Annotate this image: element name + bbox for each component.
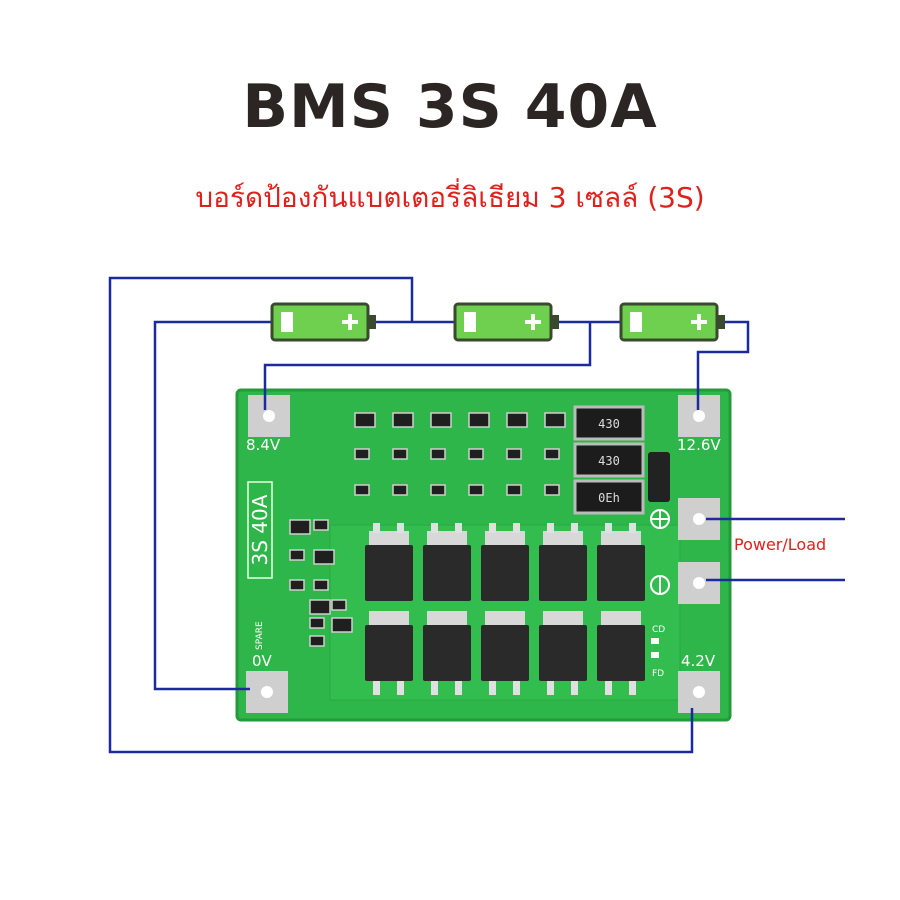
pad-0v — [246, 671, 288, 713]
power-load-label: Power/Load — [734, 535, 826, 554]
minus-terminal-icon — [464, 312, 476, 332]
wiring — [108, 276, 845, 754]
smd-part — [331, 599, 347, 611]
label-8v4: 8.4V — [246, 436, 281, 454]
smd-part — [430, 484, 446, 496]
mosfet-chip — [423, 523, 471, 601]
smd-part — [309, 635, 325, 647]
smd-part — [468, 448, 484, 460]
smd-part — [544, 484, 560, 496]
mosfet-chip — [597, 611, 645, 695]
label-0v: 0V — [252, 652, 273, 670]
smd-part — [289, 579, 305, 591]
mosfet-array — [365, 523, 645, 695]
minus-symbol-icon — [650, 575, 670, 595]
smd-part — [468, 484, 484, 496]
mosfet-chip — [423, 611, 471, 695]
smd-part — [289, 519, 311, 535]
mosfet-chip — [365, 611, 413, 695]
smd-part — [392, 412, 414, 428]
smd-part — [392, 484, 408, 496]
smd-part — [313, 549, 335, 565]
page-title: BMS 3S 40A — [242, 72, 658, 142]
smd-part — [354, 412, 376, 428]
smd-part — [313, 579, 329, 591]
minus-terminal-icon — [281, 312, 293, 332]
smd-components — [289, 412, 566, 647]
minus-terminal-icon — [630, 312, 642, 332]
pad-8v4 — [248, 395, 290, 437]
plus-symbol-icon — [650, 509, 670, 529]
pad-4v2 — [678, 671, 720, 713]
smd-part — [331, 617, 353, 633]
smd-part — [392, 448, 408, 460]
board-silkscreen-label: 3S 40A — [248, 494, 272, 565]
page-subtitle: บอร์ดป้องกันแบตเตอรี่ลิเธียม 3 เซลล์ (3S… — [195, 181, 705, 214]
plus-terminal-icon — [342, 314, 358, 330]
mosfet-chip — [365, 523, 413, 601]
smd-part — [506, 484, 522, 496]
smd-part — [354, 484, 370, 496]
label-4v2: 4.2V — [681, 652, 716, 670]
mosfet-chip — [539, 611, 587, 695]
mosfet-chip — [597, 523, 645, 601]
plus-terminal-icon — [691, 314, 707, 330]
label-12v6: 12.6V — [677, 436, 721, 454]
smd-part — [309, 617, 325, 629]
resistor-label-1: 430 — [598, 417, 620, 431]
spare-label: SPARE — [255, 621, 265, 650]
indicator-cd: CD — [652, 625, 665, 635]
battery-cell-2 — [453, 302, 559, 342]
pad-load-minus — [678, 562, 720, 604]
battery-cell-3 — [619, 302, 725, 342]
pad-load-plus — [678, 498, 720, 540]
resistor-label-2: 430 — [598, 454, 620, 468]
smd-part — [354, 448, 370, 460]
mosfet-chip — [539, 523, 587, 601]
smd-part — [506, 448, 522, 460]
smd-part — [468, 412, 490, 428]
mosfet-chip — [481, 523, 529, 601]
battery-cell-1 — [270, 302, 376, 342]
smd-part — [506, 412, 528, 428]
smd-part — [544, 412, 566, 428]
mosfet-chip — [481, 611, 529, 695]
smd-part — [544, 448, 560, 460]
smd-part — [430, 412, 452, 428]
smd-part — [309, 599, 331, 615]
smd-part — [313, 519, 329, 531]
smd-part — [289, 549, 305, 561]
resistor-label-3: 0Eh — [598, 491, 620, 505]
plus-terminal-icon — [525, 314, 541, 330]
indicator-fd: FD — [652, 669, 664, 679]
smd-part — [430, 448, 446, 460]
shunt-resistors: 430 430 0Eh — [573, 405, 670, 515]
